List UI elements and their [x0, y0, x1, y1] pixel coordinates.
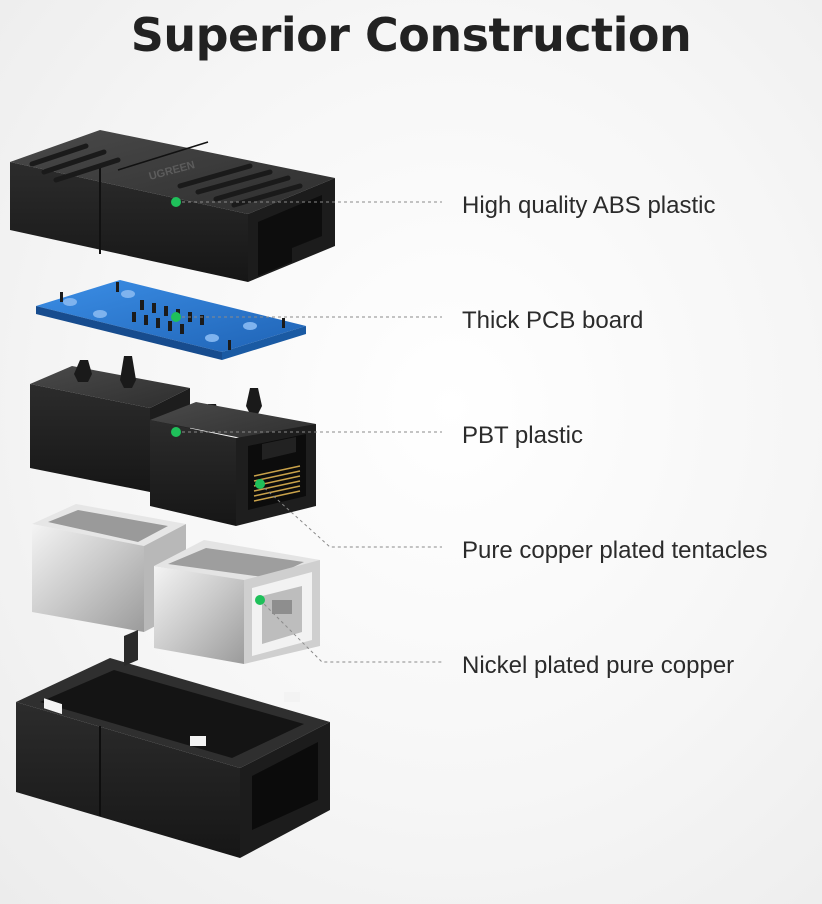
callout-dot-tentacles	[255, 479, 265, 489]
pcb-board	[36, 280, 306, 360]
callout-label-pbt: PBT plastic	[462, 422, 583, 449]
metal-shields	[32, 504, 320, 664]
leader-line-tentacles	[259, 483, 442, 548]
bottom-housing	[16, 630, 330, 858]
callout-dot-pcb	[171, 312, 181, 322]
top-shell: UGREEN	[10, 130, 335, 282]
page-title: Superior Construction	[130, 8, 692, 62]
callout-dot-abs	[171, 197, 181, 207]
callout-label-nickel: Nickel plated pure copper	[462, 652, 735, 679]
callout-label-pcb: Thick PCB board	[462, 307, 644, 334]
callout-lines	[171, 197, 442, 663]
callout-label-tentacles: Pure copper plated tentacles	[462, 537, 768, 564]
callout-dot-nickel	[255, 595, 265, 605]
callout-label-abs: High quality ABS plastic	[462, 192, 716, 219]
pbt-jacks	[30, 356, 316, 526]
callout-dot-pbt	[171, 427, 181, 437]
